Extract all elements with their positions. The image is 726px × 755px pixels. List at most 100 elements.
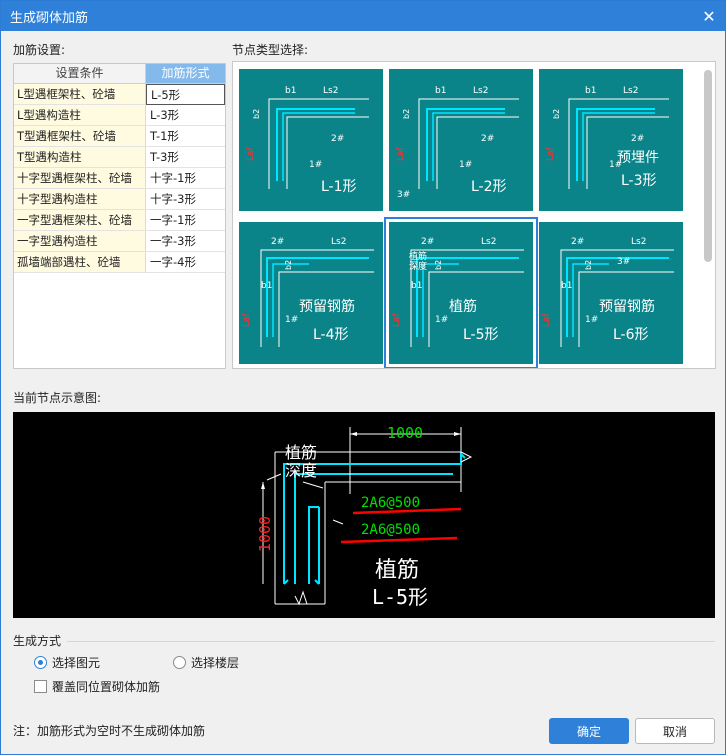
tile-rebar-1: 1# <box>309 160 322 170</box>
tile-laf: Laf <box>242 312 252 327</box>
tile-drawing: 2# Ls2 b2 b1 1# Laf <box>392 237 524 347</box>
table-row[interactable]: 十字型遇框架柱、砼墙十字-1形 <box>14 168 225 189</box>
tile-subtitle: 预留钢筋 <box>299 299 355 315</box>
table-row[interactable]: 一字型遇构造柱一字-3形 <box>14 231 225 252</box>
gallery-scrollbar[interactable] <box>704 70 712 262</box>
form-cell[interactable]: L-5形 <box>146 84 225 105</box>
form-cell[interactable]: 十字-3形 <box>146 189 225 210</box>
tile-rebar-2: 2# <box>271 237 284 247</box>
tile-drawing: 2# Ls2 b2 b1 1# Laf 3# <box>542 237 674 347</box>
radio-select-element[interactable]: 选择图元 <box>34 654 100 671</box>
table-header: 设置条件 加筋形式 <box>14 64 225 84</box>
tile-ls2: Ls2 <box>481 237 496 247</box>
tile-depth-label: 植筋深度 <box>408 252 427 272</box>
table-row[interactable]: 一字型遇框架柱、砼墙一字-1形 <box>14 210 225 231</box>
tile-caption: L-6形 <box>613 327 649 343</box>
depth-label-2: 深度 <box>285 461 317 480</box>
header-form: 加筋形式 <box>146 64 225 84</box>
tile-b1: b1 <box>411 281 422 291</box>
tile-rebar-3: 3# <box>617 257 630 267</box>
tile-b2: b2 <box>434 260 443 270</box>
footer-note: 注：加筋形式为空时不生成砌体加筋 <box>13 724 206 738</box>
ok-button[interactable]: 确定 <box>549 718 629 744</box>
form-cell[interactable]: 一字-1形 <box>146 210 225 231</box>
tile-rebar-1: 1# <box>285 315 298 325</box>
header-condition: 设置条件 <box>14 64 146 84</box>
tile-subtitle: 预留钢筋 <box>599 299 655 315</box>
gallery-label: 节点类型选择: <box>232 43 309 57</box>
condition-cell: T型遇框架柱、砼墙 <box>14 126 146 147</box>
tile-ls2: Ls2 <box>631 237 646 247</box>
tile-b1: b1 <box>561 281 572 291</box>
tile-caption: L-1形 <box>321 179 357 195</box>
tile-laf: Laf <box>542 312 552 327</box>
radio-select-element-label: 选择图元 <box>52 656 101 670</box>
tile-ls2: Ls2 <box>323 86 338 96</box>
depth-label-1: 植筋 <box>285 443 317 462</box>
radio-select-floor-label: 选择楼层 <box>191 656 240 670</box>
condition-cell: 一字型遇框架柱、砼墙 <box>14 210 146 231</box>
form-cell[interactable]: T-1形 <box>146 126 225 147</box>
rebar-label-2: 2A6@500 <box>361 522 420 538</box>
tile-rebar-2: 2# <box>571 237 584 247</box>
preview-title-2: L-5形 <box>372 585 428 609</box>
side-length: 1000 <box>256 516 274 552</box>
form-cell[interactable]: L-3形 <box>146 105 225 126</box>
form-cell[interactable]: 一字-4形 <box>146 252 225 273</box>
tile-rebar-1: 1# <box>459 160 472 170</box>
table-row[interactable]: 孤墙端部遇柱、砼墙一字-4形 <box>14 252 225 273</box>
tile-rebar-2: 2# <box>481 134 494 144</box>
tile-laf: Laf <box>396 146 406 161</box>
preview-drawing: 1000 1000 植筋 深度 <box>256 424 473 609</box>
form-cell[interactable]: T-3形 <box>146 147 225 168</box>
form-cell[interactable]: 十字-1形 <box>146 168 225 189</box>
tile-b2: b2 <box>284 260 293 270</box>
condition-cell: 孤墙端部遇柱、砼墙 <box>14 252 146 273</box>
cancel-button[interactable]: 取消 <box>635 718 715 744</box>
tile-rebar-2: 2# <box>421 237 434 247</box>
tile-ls2: Ls2 <box>473 86 488 96</box>
form-cell[interactable]: 一字-3形 <box>146 231 225 252</box>
tile-caption: L-2形 <box>471 179 507 195</box>
window-title: 生成砌体加筋 <box>10 10 89 26</box>
tile-subtitle: 植筋 <box>449 299 477 315</box>
condition-cell: 十字型遇框架柱、砼墙 <box>14 168 146 189</box>
tile-rebar-1: 1# <box>435 315 448 325</box>
radio-select-floor[interactable]: 选择楼层 <box>173 654 239 671</box>
tile-b2: b2 <box>252 109 261 119</box>
condition-cell: 十字型遇构造柱 <box>14 189 146 210</box>
tile-b1: b1 <box>435 86 446 96</box>
tile-laf: Laf <box>392 312 402 327</box>
condition-cell: L型遇框架柱、砼墙 <box>14 84 146 105</box>
tile-caption: L-3形 <box>621 173 657 189</box>
tile-b2: b2 <box>584 260 593 270</box>
overwrite-checkbox[interactable]: 覆盖同位置砌体加筋 <box>34 678 160 695</box>
tile-b1: b1 <box>585 86 596 96</box>
settings-label: 加筋设置: <box>13 43 66 57</box>
node-tile-6[interactable]: 2# Ls2 b2 b1 1# Laf 3# 预留钢筋 L-6形 <box>539 222 683 364</box>
tile-b2: b2 <box>552 109 561 119</box>
tile-rebar-1: 1# <box>609 160 622 170</box>
condition-cell: L型遇构造柱 <box>14 105 146 126</box>
preview-label: 当前节点示意图: <box>13 391 102 405</box>
tile-rebar-1: 1# <box>585 315 598 325</box>
close-icon[interactable]: ✕ <box>702 6 716 26</box>
tile-laf: Laf <box>546 146 556 161</box>
gen-method-label: 生成方式 <box>13 634 62 648</box>
table-row[interactable]: 十字型遇构造柱十字-3形 <box>14 189 225 210</box>
